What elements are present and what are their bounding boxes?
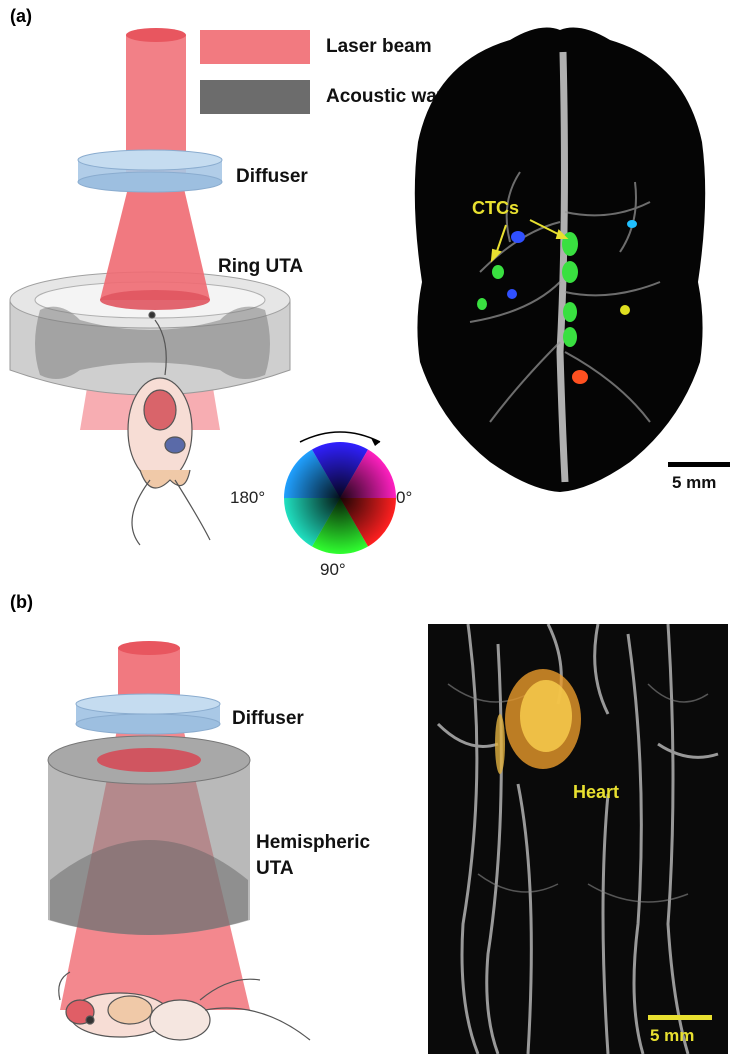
scale-bar-a-label: 5 mm	[672, 473, 716, 493]
brain-vasculature-image	[410, 22, 710, 492]
heart-label: Heart	[573, 782, 619, 803]
scale-bar-a	[668, 462, 730, 467]
panel-b-label: (b)	[10, 592, 33, 613]
diffuser-label-a: Diffuser	[236, 166, 308, 188]
scale-bar-b-label: 5 mm	[650, 1026, 694, 1046]
phase-color-wheel	[275, 420, 405, 560]
ctc-label: CTCs	[472, 198, 519, 219]
ring-uta-label: Ring UTA	[218, 256, 303, 278]
scale-bar-b	[648, 1015, 712, 1020]
wheel-label-180: 180°	[230, 488, 265, 508]
hemispheric-uta-label-line1: Hemispheric	[256, 832, 370, 854]
hemispheric-uta-label-line2: UTA	[256, 858, 294, 880]
wheel-label-90: 90°	[320, 560, 346, 580]
mouse-body-vasculature-image	[428, 624, 728, 1054]
diffuser-label-b: Diffuser	[232, 708, 304, 730]
